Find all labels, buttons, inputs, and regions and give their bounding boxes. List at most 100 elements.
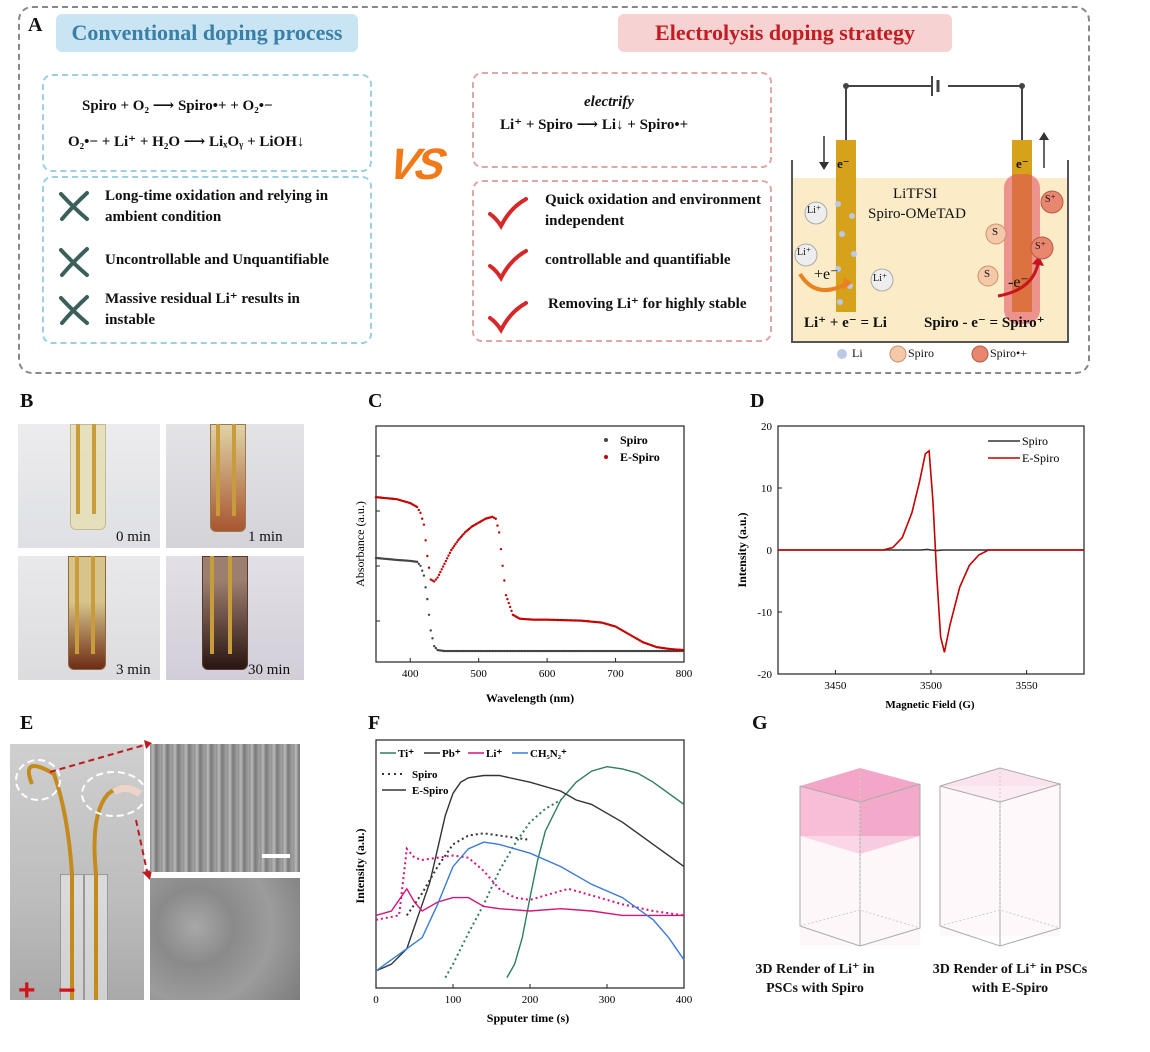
data-point-e-spiro [499,547,503,551]
legend-label-spiro: Spiro [1022,434,1048,448]
x-axis-label: Magnetic Field (G) [885,699,975,711]
legend-label-ti: Ti⁺ [398,748,414,760]
electrolysis-title: Electrolysis doping strategy [618,14,952,52]
electrode-photo [10,744,144,1000]
data-point-e-spiro [454,543,457,546]
data-point-e-spiro [503,579,506,582]
data-point-spiro [422,574,426,577]
series-line-0 [506,765,685,978]
data-point-e-spiro [422,523,426,526]
left-reaction: Li⁺ + e⁻ = Li [804,315,887,331]
vs-label: VS [384,140,448,189]
series-line-2 [375,774,685,972]
elec-equation-box [472,72,772,168]
data-point-e-spiro [415,505,419,509]
electrolysis-cell-diagram [791,76,1069,363]
series-line-4 [375,887,684,917]
legend-marker-spiro [604,438,608,442]
data-point-e-spiro [452,545,456,548]
data-point-e-spiro [459,535,463,539]
data-point-e-spiro [498,531,501,534]
data-point-e-spiro [424,539,427,542]
data-point-e-spiro [496,524,499,527]
cube-spiro [799,768,921,947]
data-point-e-spiro [443,562,446,566]
data-point-e-spiro [440,568,443,571]
cell-right-electron: e⁻ [1016,156,1029,171]
panel-letter-b: B [20,390,34,412]
elec-equation: Li⁺ + Spiro ⟶ Li↓ + Spiro•+ [500,117,689,133]
x-tick-label: 3550 [1016,680,1039,692]
legend-style-e-spiro: E-Spiro [412,785,449,797]
render-caption-e-spiro: 3D Render of Li⁺ in PSCs with E-Spiro [932,962,1088,996]
x-tick-label: 800 [676,668,693,680]
conv-item-2: Uncontrollable and Unquantifiable [105,252,329,268]
right-reaction: Spiro - e⁻ = Spiro⁺ [924,315,1045,331]
data-point-e-spiro [494,517,497,520]
data-point-spiro [426,597,429,601]
y-axis-label: Intensity (a.u.) [735,512,749,587]
electrify-label: electrify [584,94,634,110]
data-point-e-spiro [447,554,450,557]
data-point-e-spiro [501,564,504,567]
x-tick-label: 0 [373,994,379,1006]
positive-electrode-sign: + [18,974,36,1007]
panel-letter-e: E [20,712,34,734]
check-icon [488,197,528,230]
legend-marker-e-spiro [604,455,608,459]
data-point-spiro [419,564,422,567]
legend-label-pb: Pb⁺ [442,748,461,760]
li-ion-label: Li⁺ [873,273,888,284]
minus-electron-label: -e⁻ [1008,274,1029,291]
conv-equation-box [42,74,372,172]
x-tick-label: 600 [539,668,556,680]
y-tick-label: 20 [761,421,773,433]
data-point-e-spiro [461,534,464,537]
data-point-e-spiro [427,566,431,569]
series-line-6 [375,841,685,972]
x-tick-label: 3500 [920,680,943,692]
series-line-5 [375,846,685,921]
data-point-e-spiro [455,541,458,544]
render-caption-spiro: 3D Render of Li⁺ in PSCs with Spiro [755,962,875,996]
spiro-sphere-label: S [992,226,999,238]
time-label-3min: 3 min [116,662,151,678]
data-point-e-spiro [681,648,684,652]
legend-spiro-plus: Spiro•+ [990,346,1027,360]
conv-items-box [42,176,372,344]
check-icon [488,301,528,334]
data-point-e-spiro [462,532,465,536]
conv-equation-1: Spiro + O₂ ⟶ Spiro•+ + O₂•− [82,98,273,114]
elec-items-box [472,180,772,342]
data-point-e-spiro [421,517,424,520]
time-label-1min: 1 min [248,529,283,545]
data-point-spiro [421,569,424,572]
y-axis-label: Intensity (a.u.) [353,828,367,903]
data-point-e-spiro [441,565,445,568]
data-point-e-spiro [456,539,460,542]
spiro-sphere-label: S [984,268,991,280]
spiro-plus-sphere-label: S⁺ [1035,241,1046,252]
y-tick-label: -20 [757,669,772,681]
data-point-e-spiro [426,554,429,558]
negative-electrode-sign: − [58,974,76,1007]
data-point-e-spiro [507,601,510,605]
time-label-0min: 0 min [116,529,151,545]
scale-bar [262,854,290,858]
x-tick-label: 700 [607,668,624,680]
render-3d-cubes [799,767,1062,947]
data-point-e-spiro [439,570,442,574]
cross-icon [59,191,89,221]
panel-letter-g: G [752,712,768,734]
data-point-spiro [415,560,419,564]
time-label-30min: 30 min [248,662,291,678]
sem-image-top [150,744,300,872]
data-point-e-spiro [445,557,449,560]
x-tick-label: 400 [676,994,693,1006]
data-point-e-spiro [444,559,448,563]
elec-item-1: Quick oxidation and environment independ… [545,192,762,229]
panel-letter-d: D [750,390,765,412]
x-tick-label: 400 [402,668,419,680]
y-tick-label: 10 [761,483,773,495]
data-point-e-spiro [508,605,512,609]
